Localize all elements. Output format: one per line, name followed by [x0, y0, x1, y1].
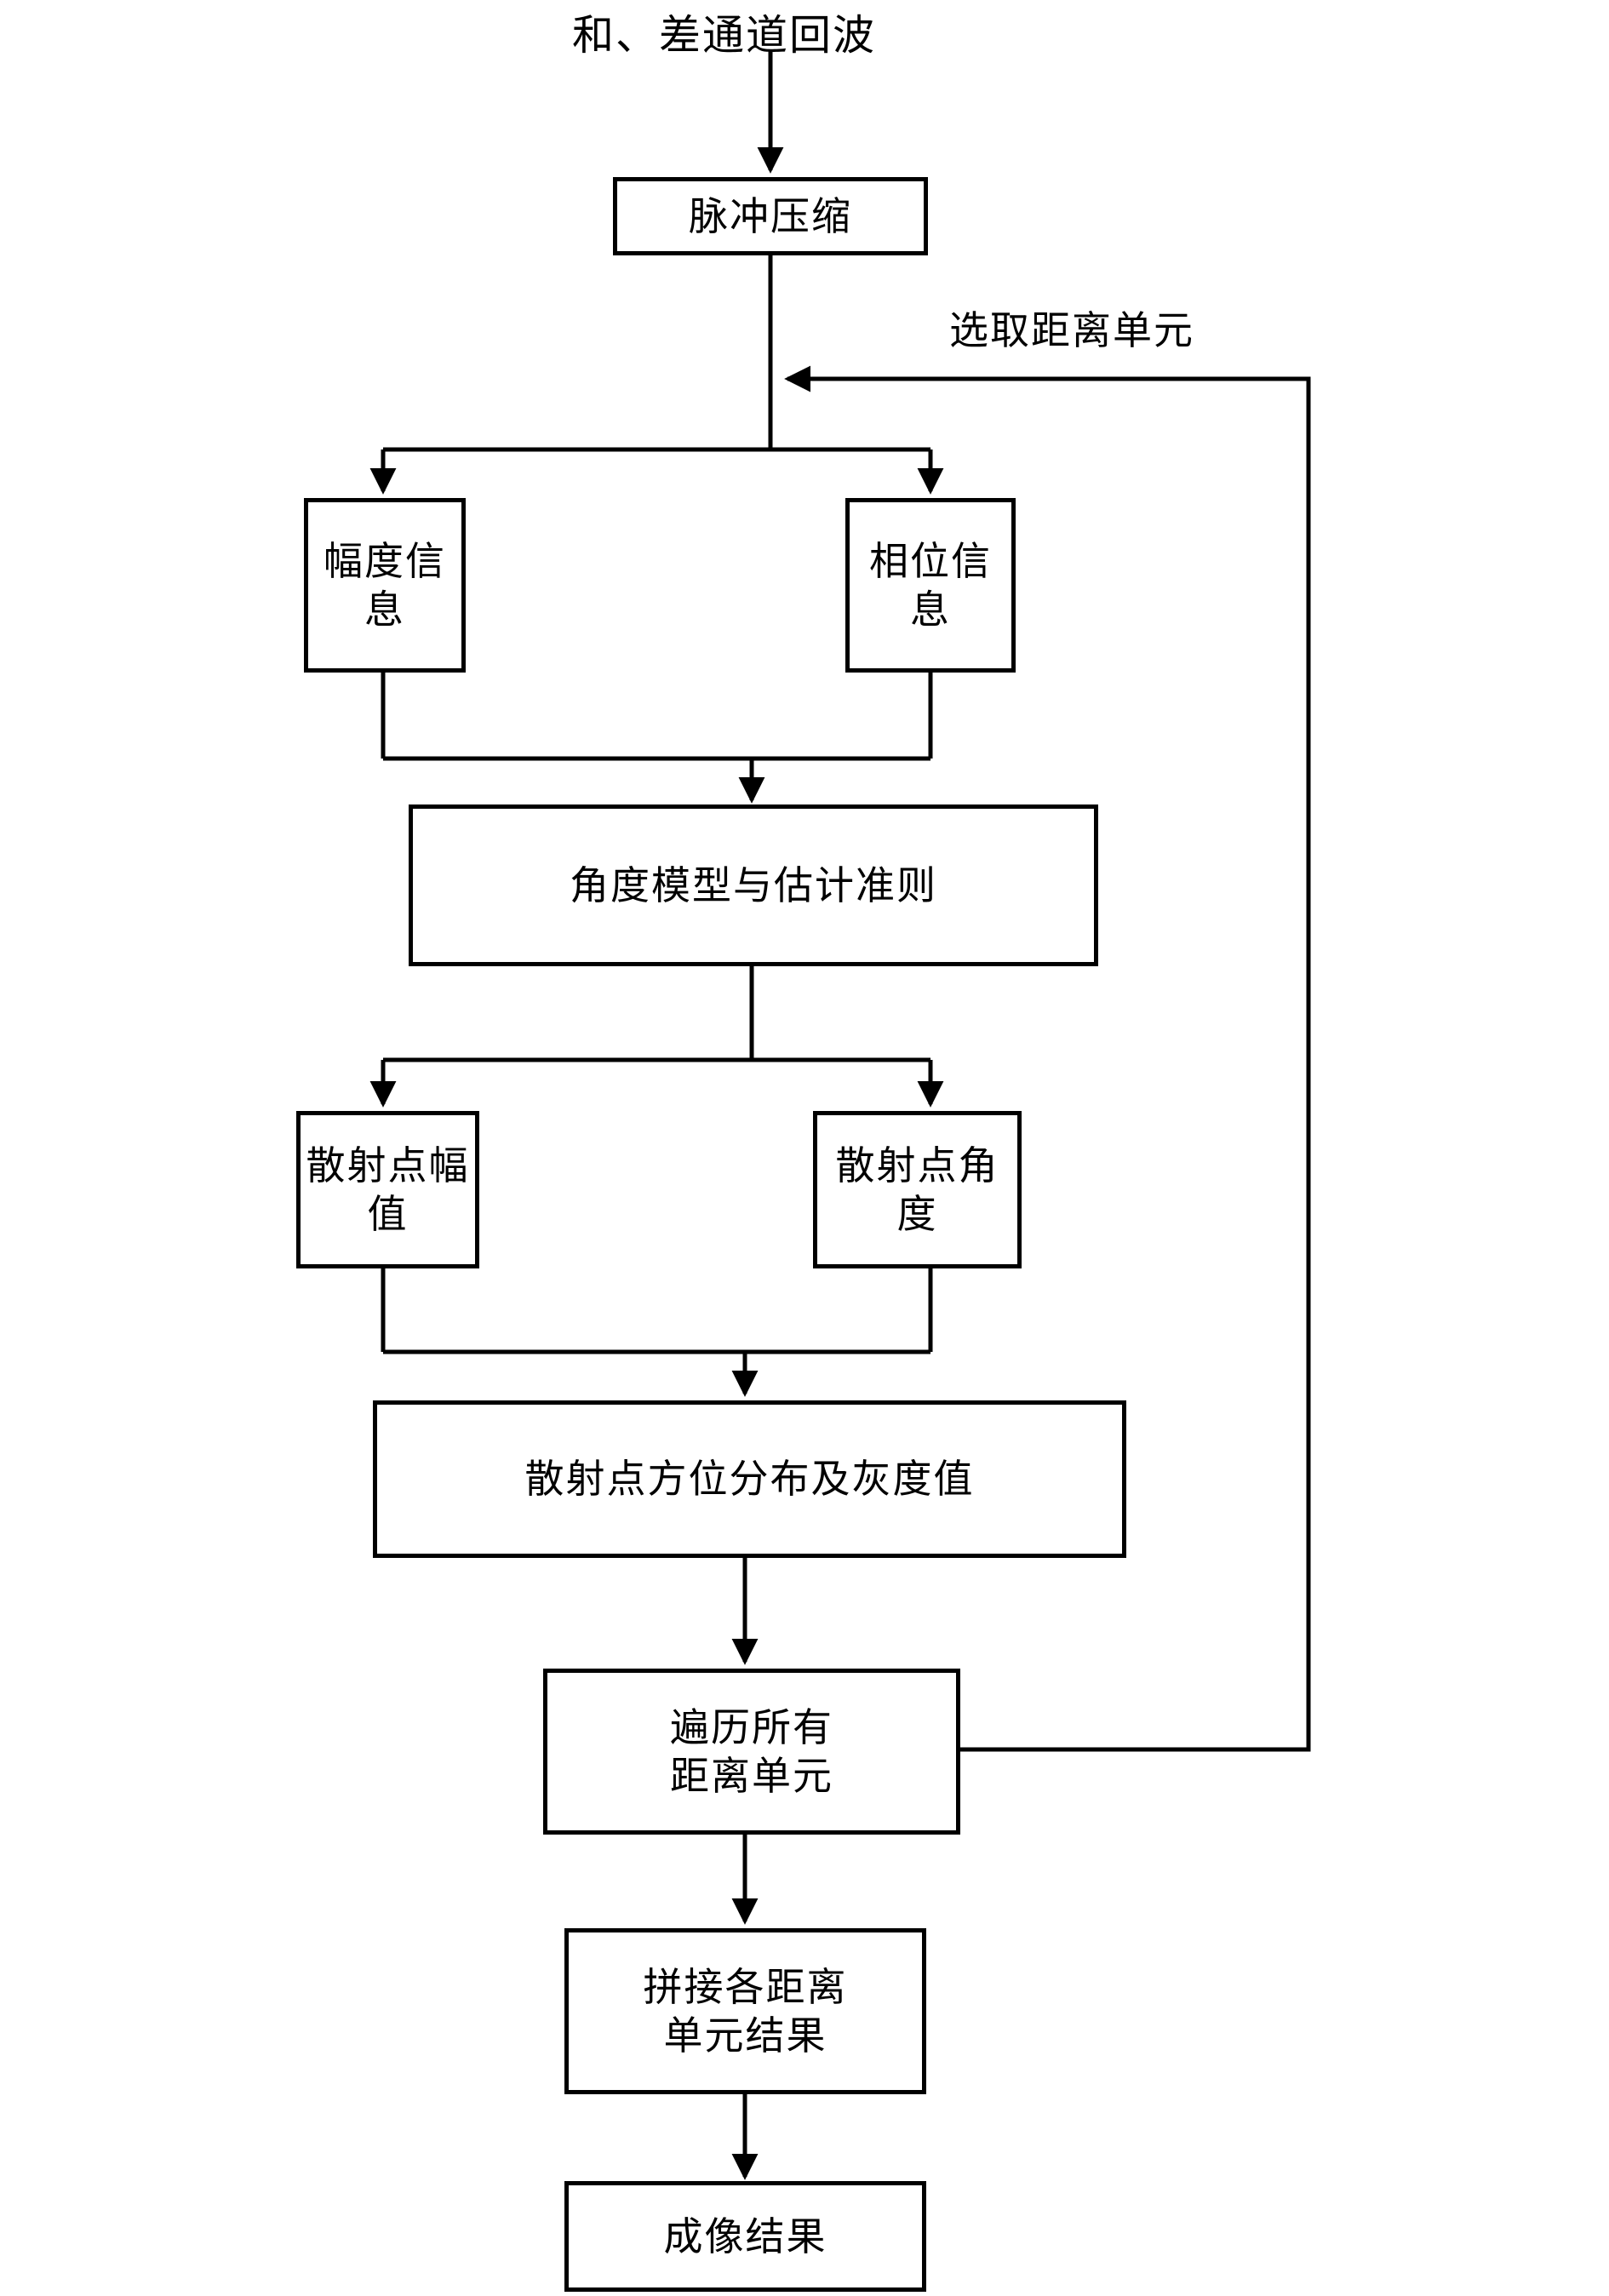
node-scatter-amplitude[interactable]: 散射点幅值: [296, 1111, 479, 1268]
node-imaging-result[interactable]: 成像结果: [564, 2181, 926, 2292]
node-azimuth-distribution[interactable]: 散射点方位分布及灰度值: [373, 1400, 1126, 1558]
node-stitch-results[interactable]: 拼接各距离 单元结果: [564, 1928, 926, 2094]
node-scatter-amplitude-label: 散射点幅值: [306, 1142, 470, 1237]
node-imaging-result-label: 成像结果: [663, 2213, 827, 2259]
node-angle-model-label: 角度模型与估计准则: [570, 862, 937, 908]
node-scatter-angle-label: 散射点角度: [835, 1142, 999, 1237]
node-phase-info[interactable]: 相位信息: [845, 498, 1016, 673]
node-stitch-results-label: 拼接各距离 单元结果: [643, 1964, 848, 2058]
node-amplitude-info-label: 幅度信息: [324, 538, 446, 633]
diagram-title: 和、差通道回波: [572, 11, 877, 60]
node-azimuth-distribution-label: 散射点方位分布及灰度值: [524, 1456, 975, 1503]
node-pulse-compression[interactable]: 脉冲压缩: [613, 177, 928, 255]
node-traverse-cells[interactable]: 遍历所有 距离单元: [543, 1669, 960, 1835]
node-angle-model[interactable]: 角度模型与估计准则: [409, 804, 1098, 966]
node-amplitude-info[interactable]: 幅度信息: [304, 498, 466, 673]
feedback-loop-label: 选取距离单元: [949, 307, 1194, 353]
node-phase-info-label: 相位信息: [869, 538, 992, 633]
node-traverse-cells-label: 遍历所有 距离单元: [670, 1704, 833, 1799]
node-scatter-angle[interactable]: 散射点角度: [813, 1111, 1022, 1268]
node-pulse-compression-label: 脉冲压缩: [689, 192, 852, 239]
